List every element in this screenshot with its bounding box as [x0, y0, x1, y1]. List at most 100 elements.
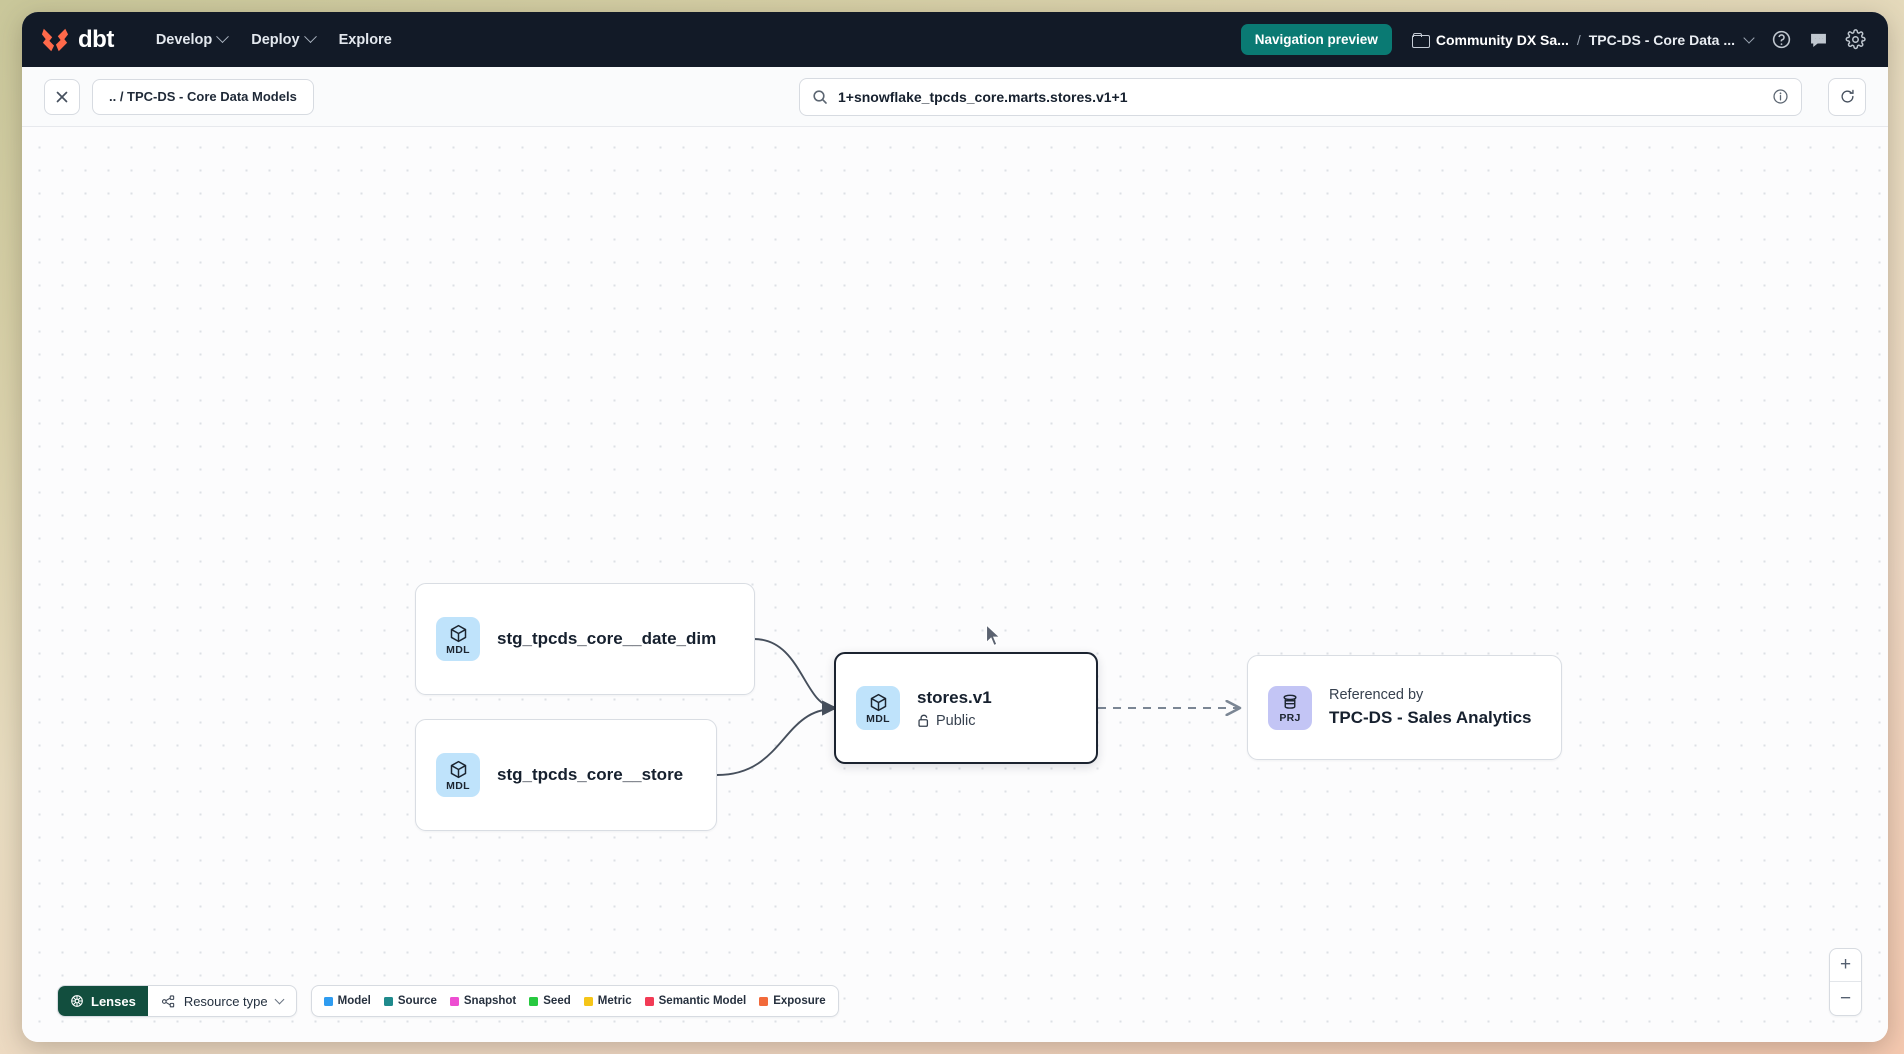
node-kicker: Referenced by [1329, 687, 1424, 703]
zoom-controls: + − [1829, 948, 1862, 1016]
resource-badge-model: MDL [436, 617, 480, 661]
close-lineage-button[interactable] [44, 78, 80, 115]
chevron-down-icon[interactable] [1743, 31, 1755, 44]
nav-icon-group [1771, 29, 1866, 50]
legend-swatch-metric [583, 996, 593, 1006]
node-access: Public [917, 713, 992, 729]
legend-item-seed: Seed [529, 995, 571, 1007]
chevron-down-icon [274, 994, 285, 1005]
lens-control-group: Lenses Resource type [57, 985, 297, 1017]
project-breadcrumb-chip[interactable]: .. / TPC-DS - Core Data Models [92, 78, 314, 115]
nav-develop[interactable]: Develop [144, 25, 239, 55]
nav-explore[interactable]: Explore [327, 25, 404, 55]
breadcrumb-account[interactable]: Community DX Sa... [1435, 31, 1569, 48]
info-icon[interactable] [1772, 88, 1789, 105]
folder-icon [1411, 33, 1430, 48]
node-body: Referenced by TPC-DS - Sales Analytics [1329, 687, 1532, 728]
node-body: stg_tpcds_core__store [497, 765, 683, 785]
resource-type-label: Resource type [183, 993, 268, 1009]
lenses-label: Lenses [91, 993, 136, 1009]
dbt-logo-text: dbt [78, 25, 114, 53]
cube-icon [870, 693, 886, 711]
legend-item-model: Model [323, 995, 371, 1007]
legend-swatch-exposure [759, 996, 769, 1006]
legend-item-snapshot: Snapshot [449, 995, 517, 1007]
unlock-icon [918, 714, 929, 727]
legend-label: Metric [597, 995, 632, 1007]
resource-badge-project: PRJ [1268, 685, 1312, 730]
search-input[interactable] [838, 88, 1762, 105]
cube-icon [450, 760, 466, 778]
lineage-node-stg-date-dim[interactable]: MDL stg_tpcds_core__date_dim [415, 583, 755, 695]
lineage-canvas[interactable]: MDL stg_tpcds_core__date_dim MDL stg_tpc… [22, 127, 1888, 1042]
edge-store-to-stores [716, 702, 836, 776]
dbt-logo-icon [41, 28, 69, 51]
legend-label: Semantic Model [658, 995, 747, 1007]
node-title: TPC-DS - Sales Analytics [1329, 708, 1532, 727]
legend-label: Source [397, 995, 437, 1007]
help-icon[interactable] [1771, 29, 1792, 50]
nav-develop-label: Develop [155, 31, 213, 48]
chevron-down-icon [216, 30, 230, 44]
lineage-node-stg-store[interactable]: MDL stg_tpcds_core__store [415, 719, 717, 831]
zoom-in-button[interactable]: + [1830, 949, 1861, 982]
close-icon [56, 91, 68, 102]
refresh-lineage-button[interactable] [1828, 77, 1866, 116]
lineage-node-sales-analytics-project[interactable]: PRJ Referenced by TPC-DS - Sales Analyti… [1247, 655, 1562, 760]
node-graph-icon [161, 994, 175, 1007]
badge-label: MDL [446, 643, 470, 656]
navigation-preview-badge[interactable]: Navigation preview [1240, 24, 1392, 55]
node-body: stg_tpcds_core__date_dim [497, 629, 716, 649]
lineage-search-box[interactable] [799, 77, 1802, 116]
resource-badge-model: MDL [856, 686, 900, 730]
lineage-edges [716, 638, 1888, 776]
legend-item-metric: Metric [583, 995, 632, 1007]
resource-type-legend: Model Source Snapshot Seed Metric [310, 985, 839, 1017]
cube-icon [450, 624, 466, 642]
node-title: stg_tpcds_core__date_dim [497, 629, 717, 648]
badge-label: MDL [446, 779, 470, 792]
breadcrumb-project[interactable]: TPC-DS - Core Data ... [1588, 31, 1735, 48]
badge-label: MDL [866, 712, 890, 725]
settings-gear-icon[interactable] [1845, 29, 1866, 50]
breadcrumb-separator: / [1576, 31, 1581, 48]
legend-item-source: Source [383, 995, 437, 1007]
node-body: stores.v1 Public [917, 688, 992, 729]
lenses-button[interactable]: Lenses [58, 986, 148, 1016]
nav-deploy[interactable]: Deploy [239, 25, 326, 55]
edge-date-dim-to-stores [753, 638, 836, 714]
legend-swatch-snapshot [449, 996, 459, 1006]
lineage-toolbar: .. / TPC-DS - Core Data Models [22, 67, 1888, 127]
feedback-icon[interactable] [1808, 29, 1829, 50]
nav-deploy-label: Deploy [251, 31, 300, 48]
resource-badge-model: MDL [436, 753, 480, 797]
lens-icon [71, 995, 83, 1007]
legend-item-semantic-model: Semantic Model [644, 995, 747, 1007]
lineage-node-stores-v1[interactable]: MDL stores.v1 Public [834, 652, 1098, 764]
resource-type-dropdown[interactable]: Resource type [148, 986, 296, 1016]
legend-swatch-model [323, 996, 333, 1006]
node-title: stg_tpcds_core__store [497, 765, 684, 784]
app-window: dbt Develop Deploy Explore Navigation pr… [22, 12, 1888, 1042]
refresh-icon [1840, 89, 1854, 103]
dbt-logo[interactable]: dbt [40, 26, 114, 54]
legend-swatch-semantic-model [644, 996, 654, 1006]
legend-label: Exposure [773, 995, 826, 1007]
node-title: stores.v1 [917, 687, 992, 707]
legend-label: Snapshot [463, 995, 517, 1007]
node-access-label: Public [936, 712, 976, 729]
legend-label: Model [337, 995, 371, 1007]
legend-swatch-seed [529, 996, 539, 1006]
zoom-out-button[interactable]: − [1839, 987, 1852, 1009]
project-stack-icon [1283, 694, 1297, 709]
chevron-down-icon [303, 30, 317, 44]
legend-swatch-source [383, 996, 393, 1006]
legend-item-exposure: Exposure [759, 995, 826, 1007]
search-icon [813, 89, 827, 104]
badge-label: PRJ [1279, 711, 1301, 724]
nav-explore-label: Explore [338, 31, 392, 48]
mouse-cursor [985, 624, 1001, 647]
top-navigation-bar: dbt Develop Deploy Explore Navigation pr… [22, 12, 1888, 67]
legend-label: Seed [543, 995, 571, 1007]
account-project-breadcrumb: Community DX Sa... / TPC-DS - Core Data … [1411, 31, 1755, 48]
